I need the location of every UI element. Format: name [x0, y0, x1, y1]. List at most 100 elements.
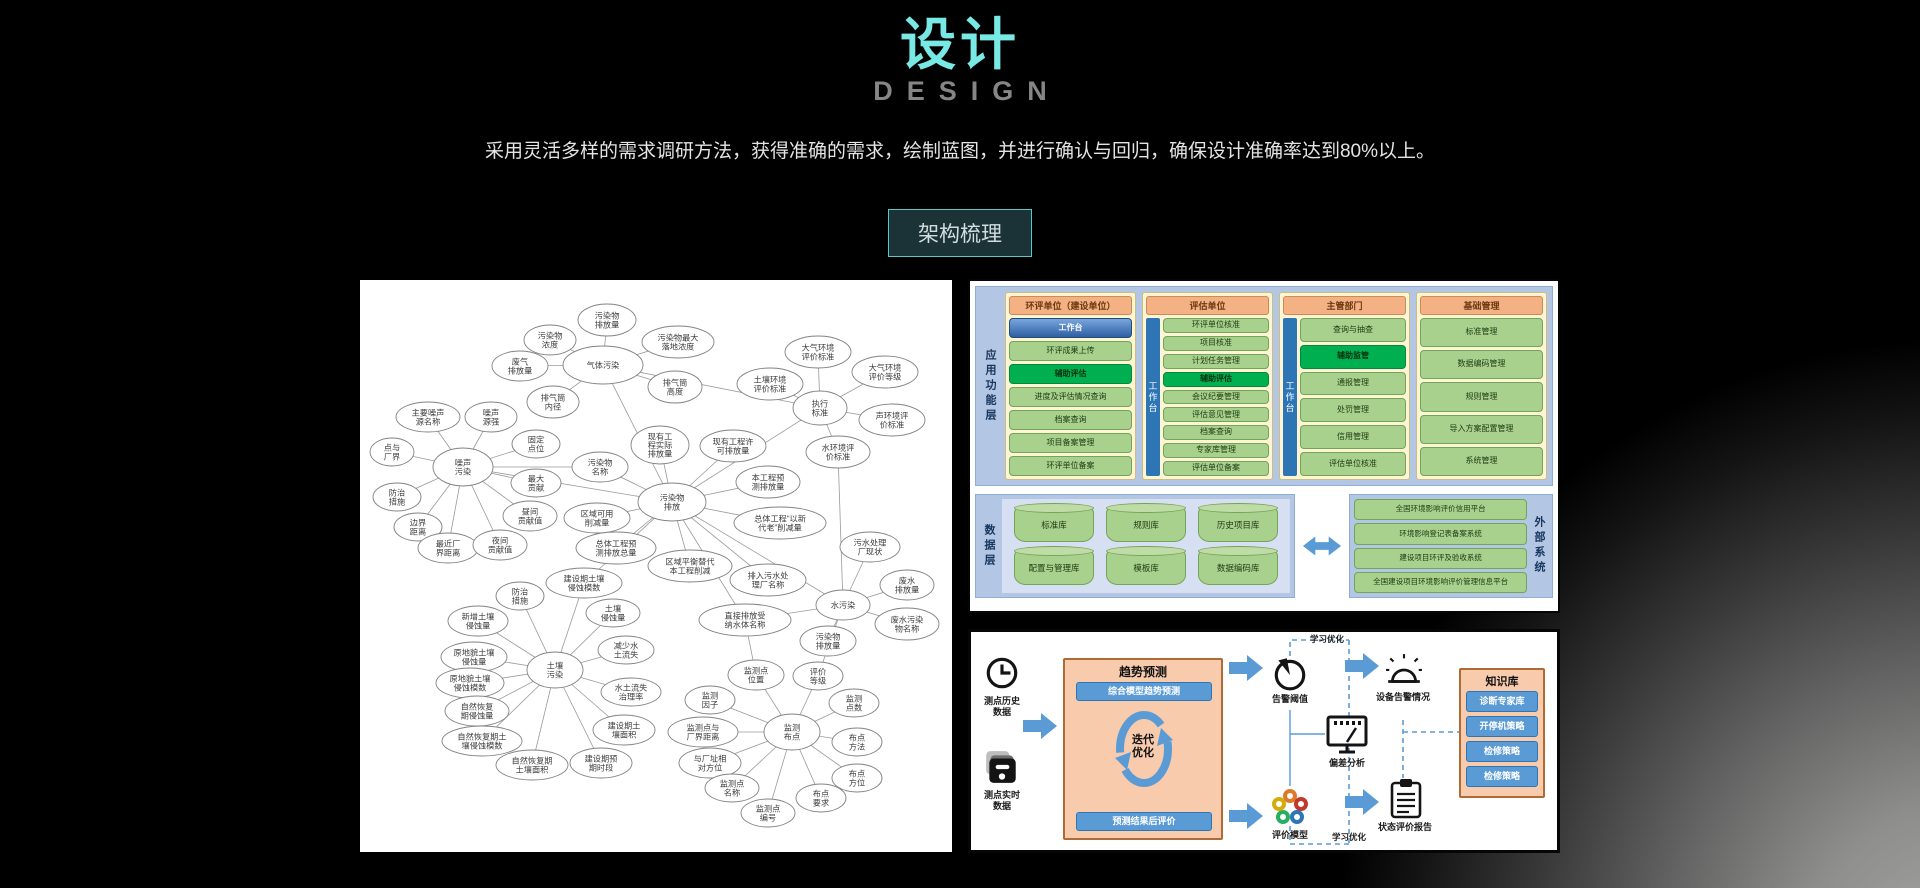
- mindmap-node-t12: 自然恢复期土壤面积: [495, 749, 569, 781]
- arch-module-item: 环评成果上传: [1009, 341, 1132, 361]
- svg-text:排气筒高度: 排气筒高度: [663, 378, 688, 397]
- svg-text:原地貌土壤侵蚀模数: 原地貌土壤侵蚀模数: [450, 674, 491, 693]
- mindmap-node-t6: 原地貌土壤侵蚀量: [440, 641, 508, 673]
- arch-module-item: 标准管理: [1420, 318, 1543, 348]
- learning-loop-bottom-label: 学习优化: [1331, 832, 1366, 842]
- svg-text:布点要求: 布点要求: [813, 789, 829, 808]
- svg-text:噪声源强: 噪声源强: [483, 408, 499, 427]
- mindmap-node-m4: 布点方法: [831, 727, 883, 757]
- trend-model-chip: 综合模型趋势预测: [1076, 682, 1212, 701]
- mindmap-node-t9: 自然恢复期侵蚀量: [444, 695, 510, 727]
- external-system-item: 全国环境影响评价信用平台: [1354, 499, 1527, 521]
- svg-text:总体工程“以新代老”削减量: 总体工程“以新代老”削减量: [754, 514, 806, 533]
- mindmap-node-n4: 防治措施: [372, 482, 422, 512]
- svg-text:防治措施: 防治措施: [389, 488, 405, 507]
- svg-text:废水污染物名称: 废水污染物名称: [891, 615, 924, 634]
- data-layer: 数据层 标准库规则库历史项目库配置与管理库模板库数据编码库 全国环境影响评价信用…: [975, 494, 1553, 598]
- mindmap-node-m9: 布点要求: [795, 783, 847, 813]
- mindmap-node-m3: 监测点数: [828, 688, 880, 718]
- alarm-threshold-label: 告警阈值: [1271, 694, 1308, 704]
- mindmap-node-p1: 现有工程实际排放量: [630, 425, 690, 465]
- mindmap-node-t7: 原地貌土壤侵蚀模数: [435, 667, 505, 699]
- arch-module-item: 项目核准: [1163, 335, 1269, 351]
- knowledge-base-box: 知识库 诊断专家库开停机策略检修策略检修策略: [1459, 668, 1545, 798]
- svg-text:现有工程许可排放量: 现有工程许可排放量: [713, 437, 754, 456]
- arch-column-0: 环评单位（建设单位）工作台环评成果上传辅助评估进度及评估情况查询档案查询项目备案…: [1005, 292, 1136, 480]
- mindmap-node-p3: 本工程预测排放量: [735, 465, 801, 499]
- mindmap-node-n7: 夜间贡献值: [472, 529, 528, 561]
- svg-text:边界距离: 边界距离: [410, 518, 426, 537]
- svg-text:土壤污染: 土壤污染: [547, 661, 563, 680]
- mindmap-diagram: 气体污染污染物排放量污染物浓度废气排放量排气筒内径排气筒高度污染物最大落地浓度执…: [360, 280, 952, 852]
- mindmap-node-p2: 现有工程许可排放量: [699, 429, 767, 463]
- svg-text:自然恢复期土壤侵蚀模数: 自然恢复期土壤侵蚀模数: [457, 732, 506, 751]
- svg-text:布点方位: 布点方位: [849, 769, 865, 788]
- svg-text:监测点数: 监测点数: [846, 694, 862, 713]
- mindmap-node-p5: 区域平衡替代本工程削减: [647, 549, 733, 583]
- realtime-data-label: 测点实时数据: [983, 790, 1020, 812]
- svg-text:排入污水处理厂名称: 排入污水处理厂名称: [748, 571, 789, 590]
- arch-module-item: 项目备案管理: [1009, 433, 1132, 453]
- svg-text:污染物名称: 污染物名称: [588, 458, 613, 477]
- mindmap-node-m8: 监测点名称: [704, 773, 760, 803]
- mindmap-node-s2: 大气环境评价等级: [851, 355, 919, 389]
- mindmap-node-w5: 评价等级: [792, 661, 844, 691]
- svg-text:废气排放量: 废气排放量: [508, 357, 533, 376]
- svg-text:自然恢复期侵蚀量: 自然恢复期侵蚀量: [461, 702, 494, 721]
- mindmap-node-t4: 新增土壤侵蚀量: [447, 605, 509, 637]
- mindmap-node-water: 水污染: [815, 589, 871, 621]
- mindmap-svg: 气体污染污染物排放量污染物浓度废气排放量排气筒内径排气筒高度污染物最大落地浓度执…: [369, 303, 940, 828]
- data-layer-label: 数据层: [983, 523, 995, 569]
- architecture-tab-button[interactable]: 架构梳理: [888, 209, 1032, 257]
- svg-text:污染物排放量: 污染物排放量: [595, 311, 620, 330]
- mindmap-node-w3: 废水污染物名称: [874, 607, 940, 641]
- arch-module-item: 辅助评估: [1163, 371, 1269, 387]
- mindmap-edge: [462, 466, 673, 503]
- arch-module-item: 进度及评估情况查询: [1009, 387, 1132, 407]
- svg-text:总体工程预测排放总量: 总体工程预测排放总量: [596, 539, 637, 558]
- external-system-item: 建设项目环评及验收系统: [1354, 547, 1527, 569]
- mindmap-node-t10: 建设期土壤面积: [592, 714, 656, 746]
- architecture-diagram: 应用功能层 环评单位（建设单位）工作台环评成果上传辅助评估进度及评估情况查询档案…: [968, 279, 1560, 613]
- arch-column-header: 基础管理: [1420, 296, 1543, 315]
- svg-text:污水处理厂现状: 污水处理厂现状: [854, 538, 887, 557]
- arch-module-item: 档案查询: [1163, 425, 1269, 441]
- mindmap-node-mon: 监测布点: [763, 713, 821, 751]
- mindmap-node-p9: 排入污水处理厂名称: [729, 563, 807, 597]
- arch-column-3: 基础管理标准管理数据编码管理规则管理导入方案配置管理系统管理: [1416, 292, 1547, 480]
- svg-text:污染物排放量: 污染物排放量: [816, 632, 841, 651]
- post-evaluation-chip: 预测结果后评价: [1076, 812, 1212, 831]
- svg-text:原地貌土壤侵蚀量: 原地貌土壤侵蚀量: [454, 648, 495, 667]
- database-cylinder: 标准库: [1014, 503, 1095, 542]
- svg-text:本工程预测排放量: 本工程预测排放量: [752, 473, 785, 492]
- external-system-item: 环境影响登记表备案系统: [1354, 523, 1527, 545]
- mindmap-node-n1: 主要噪声源名称: [395, 401, 461, 433]
- svg-text:监测点名称: 监测点名称: [720, 779, 745, 798]
- evaluation-model-label: 评价模型: [1271, 830, 1308, 840]
- database-cylinder: 规则库: [1106, 503, 1187, 542]
- svg-text:最大贡献: 最大贡献: [528, 474, 544, 493]
- exchange-arrow-icon: [1299, 494, 1345, 598]
- mindmap-node-t3: 土壤侵蚀量: [585, 598, 641, 628]
- mindmap-node-p4: 总体工程“以新代老”削减量: [733, 506, 827, 540]
- mindmap-node-n8: 昼间贡献值: [502, 500, 558, 532]
- iteration-cycle-icon: [1115, 711, 1173, 787]
- monitor-icon: [1326, 715, 1368, 754]
- trend-flow-diagram: 测点历史数据 测点实时数据 趋势预测 综合模型趋势预测 迭代优化 预测结果: [968, 629, 1560, 853]
- mindmap-node-m5: 监测点与厂界距离: [667, 716, 739, 748]
- mindmap-node-t8: 水土流失治理率: [600, 677, 662, 707]
- database-cylinder: 数据编码库: [1198, 546, 1279, 585]
- arch-module-item: 工作台: [1009, 318, 1132, 338]
- trend-box-title: 趋势预测: [1118, 665, 1167, 679]
- svg-text:废水排放量: 废水排放量: [895, 576, 920, 595]
- arch-column-header: 主管部门: [1283, 296, 1406, 315]
- database-cylinder: 配置与管理库: [1014, 546, 1095, 585]
- arch-column-1: 评估单位工作台环评单位核准项目核准计划任务管理辅助评估会议纪要管理评估意见管理档…: [1142, 292, 1273, 480]
- arch-column-2: 主管部门工作台查询与抽查辅助监管通报管理处罚管理信用管理评估单位核准: [1279, 292, 1410, 480]
- mindmap-node-p6: 区域可用削减量: [563, 502, 631, 534]
- mindmap-node-p7: 总体工程预测排放总量: [575, 531, 657, 565]
- svg-text:排气筒内径: 排气筒内径: [541, 393, 566, 412]
- mindmap-node-g5: 排气筒高度: [647, 370, 703, 404]
- history-data-label: 测点历史数据: [983, 696, 1020, 718]
